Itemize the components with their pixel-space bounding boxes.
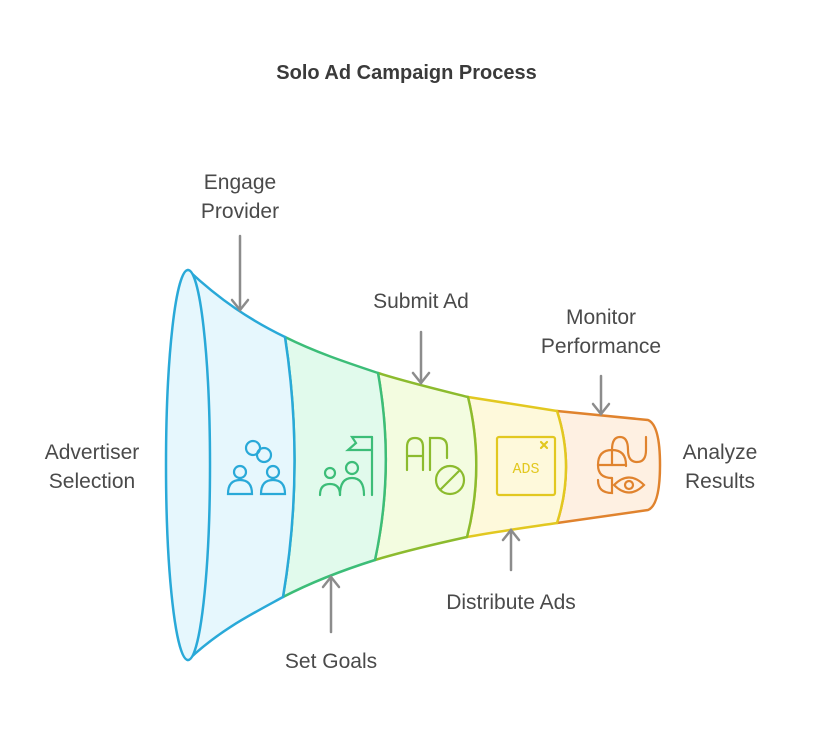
label-analyze-results: Analyze Results: [660, 438, 780, 496]
arrow-monitor: [591, 374, 611, 417]
funnel-segment-goals: [281, 335, 388, 599]
diagram-title: Solo Ad Campaign Process: [276, 62, 537, 84]
arrow-distribute: [501, 527, 521, 572]
label-line: Results: [684, 470, 756, 493]
label-line: Set Goals: [284, 650, 378, 673]
label-line: Selection: [48, 470, 136, 493]
arrow-engage-provider: [230, 234, 250, 313]
ads-window-icon: ADS: [495, 435, 557, 497]
label-line: Engage: [203, 171, 277, 194]
funnel-segment-submit: [373, 371, 478, 562]
people-flag-icon: [318, 435, 374, 497]
label-line: Performance: [540, 335, 662, 358]
label-line: Provider: [200, 200, 280, 223]
label-submit-ad: Submit Ad: [341, 287, 501, 316]
ads-icon-text: ADS: [512, 461, 539, 478]
funnel-segment-analyze: [555, 409, 662, 525]
label-line: Submit Ad: [373, 290, 469, 313]
ad-blocked-icon: [405, 436, 466, 496]
label-engage-provider: Engage Provider: [170, 168, 310, 226]
label-line: Analyze: [682, 441, 758, 464]
people-link-icon: [226, 439, 287, 496]
funnel-segment-engage: [186, 268, 296, 662]
arrow-submit-ad: [411, 330, 431, 386]
funnel-mouth: [164, 268, 212, 662]
mouse-eye-icon: [596, 435, 648, 495]
label-line: Advertiser: [44, 441, 140, 464]
label-line: Distribute Ads: [446, 591, 576, 614]
label-advertiser-selection: Advertiser Selection: [22, 438, 162, 496]
label-set-goals: Set Goals: [261, 647, 401, 676]
label-distribute-ads: Distribute Ads: [421, 588, 601, 617]
label-monitor-performance: Monitor Performance: [511, 303, 691, 361]
label-line: Monitor: [565, 306, 637, 329]
arrow-set-goals: [321, 574, 341, 634]
